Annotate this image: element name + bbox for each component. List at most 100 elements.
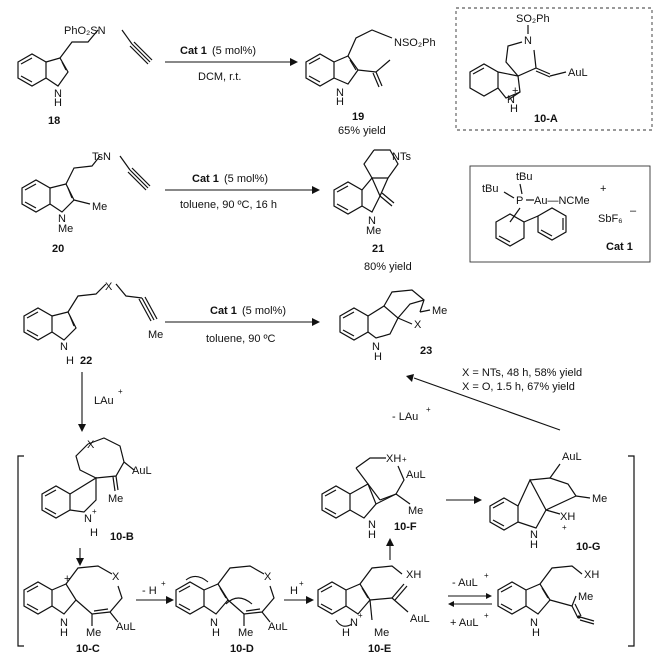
catalyst-label: Cat 1 — [180, 45, 207, 57]
h-label: H — [530, 539, 538, 551]
arrow-22-to-23: Cat 1 (5 mol%) toluene, 90 ºC — [165, 305, 320, 345]
aul-label: AuL — [116, 621, 136, 633]
me-label: Me — [408, 505, 423, 517]
plus-aul-label: + AuL — [450, 617, 478, 629]
x-label: X — [112, 571, 120, 583]
electron-push-arrow — [335, 619, 353, 627]
allene-intermediate: XH Me N H — [497, 565, 599, 639]
n-me-label: Me — [366, 225, 381, 237]
aul-label: AuL — [562, 451, 582, 463]
tbu-label-2: tBu — [482, 183, 499, 195]
result-nts: X = NTs, 48 h, 58% yield — [462, 367, 582, 379]
xh-label: XH — [406, 569, 421, 581]
me-label: Me — [108, 493, 123, 505]
indole-n-label: N — [54, 88, 62, 100]
h-label: H — [342, 627, 350, 639]
compound-label-10g: 10-G — [576, 541, 600, 553]
h-label: H — [212, 627, 220, 639]
aul-label: AuL — [410, 613, 430, 625]
n-methyl-me-label: Me — [58, 223, 73, 235]
dashed-frame — [455, 7, 653, 131]
compound-21: NTs N Me 21 80% yield — [333, 149, 412, 273]
compound-label-21: 21 — [372, 243, 384, 255]
methyl-label: Me — [148, 329, 163, 341]
aul-label: AuL — [132, 465, 152, 477]
result-o: X = O, 1.5 h, 67% yield — [462, 381, 575, 393]
conditions: toluene, 90 ºC — [206, 333, 276, 345]
h-label: H — [532, 627, 540, 639]
electron-push-arrow — [185, 575, 209, 583]
indole-h-label: H — [54, 97, 62, 109]
n-label: N — [372, 341, 380, 353]
n-label: N — [368, 519, 376, 531]
compound-label-10d: 10-D — [230, 643, 254, 655]
gold-nitrile-label: Au—NCMe — [534, 195, 590, 207]
intermediate-10b: X AuL Me N + H 10-B — [41, 437, 152, 543]
compound-label-20: 20 — [52, 243, 64, 255]
compound-label-10f: 10-F — [394, 521, 417, 533]
indole-h-label: H — [66, 355, 74, 367]
nts-label: NTs — [392, 151, 411, 163]
lau-label: LAu — [94, 395, 114, 407]
plus-aul-plus: + — [484, 611, 489, 620]
aul-label: AuL — [568, 67, 588, 79]
arrow-22-to-10b: LAu + — [78, 372, 123, 432]
n-label: N — [368, 215, 376, 227]
compound-label-10b: 10-B — [110, 531, 134, 543]
catalyst-label: Cat 1 — [210, 305, 237, 317]
xh-label: XH — [560, 511, 575, 523]
iminium-h-label: H — [510, 103, 518, 115]
so2ph-label: SO₂Ph — [516, 13, 550, 25]
phosphorus-label: P — [516, 195, 523, 207]
h-label: H — [90, 527, 98, 539]
arrow-20-to-21: Cat 1 (5 mol%) toluene, 90 ºC, 16 h — [165, 173, 320, 211]
x-label: X — [414, 319, 422, 331]
x-label: X — [264, 571, 272, 583]
compound-label-23: 23 — [420, 345, 432, 357]
me-label: Me — [592, 493, 607, 505]
product-n-label: N — [336, 87, 344, 99]
compound-label-19: 19 — [352, 111, 364, 123]
reaction-arrow — [413, 377, 561, 431]
n-label: N — [350, 617, 358, 629]
iminium-n-label: N — [507, 94, 515, 106]
intermediate-10f: XH AuL + Me N H 10-F — [321, 453, 426, 541]
h-label: H — [368, 529, 376, 541]
n-label: N — [60, 617, 68, 629]
plus-charge: + — [358, 611, 363, 620]
plus-charge: + — [64, 573, 70, 585]
compound-label-10c: 10-C — [76, 643, 100, 655]
intermediate-10d: X AuL Me N H 10-D — [175, 565, 288, 655]
compound-label-22: 22 — [80, 355, 92, 367]
deprotonation-plus: + — [161, 579, 166, 588]
benzene-ring — [17, 53, 47, 87]
me-label: Me — [578, 591, 593, 603]
n-label: N — [530, 529, 538, 541]
indole-n-label: N — [60, 341, 68, 353]
aul-label: AuL — [268, 621, 288, 633]
minus-aul-label: - AuL — [452, 577, 478, 589]
intermediate-10e: XH AuL Me N + H 10-E — [317, 565, 430, 655]
n-label: N — [84, 513, 92, 525]
allene-center — [577, 615, 581, 619]
cation-plus: + — [600, 183, 606, 195]
compound-label-10e: 10-E — [368, 643, 391, 655]
plus-charge: + — [92, 507, 97, 516]
intermediate-10c: + X AuL Me N H 10-C — [23, 565, 136, 655]
product-h-label: H — [336, 96, 344, 108]
compound-20: TsN Me N Me 20 — [21, 151, 151, 255]
compound-19: NSO₂Ph N H 19 65% yield — [305, 29, 436, 137]
ring-n-label: N — [524, 35, 532, 47]
compound-label-18: 18 — [48, 115, 60, 127]
xh-label: XH — [386, 453, 401, 465]
tsn-label: TsN — [92, 151, 111, 163]
methyl-label: Me — [92, 201, 107, 213]
protonation-plus: + — [299, 579, 304, 588]
deprotonation-label: - H — [142, 585, 157, 597]
n-methyl-n-label: N — [58, 213, 66, 225]
n-label: N — [530, 617, 538, 629]
intermediate-10a-box: SO₂Ph N AuL N + H 10-A — [455, 7, 653, 131]
minus-aul-plus: + — [484, 571, 489, 580]
anion-minus: – — [630, 205, 637, 217]
